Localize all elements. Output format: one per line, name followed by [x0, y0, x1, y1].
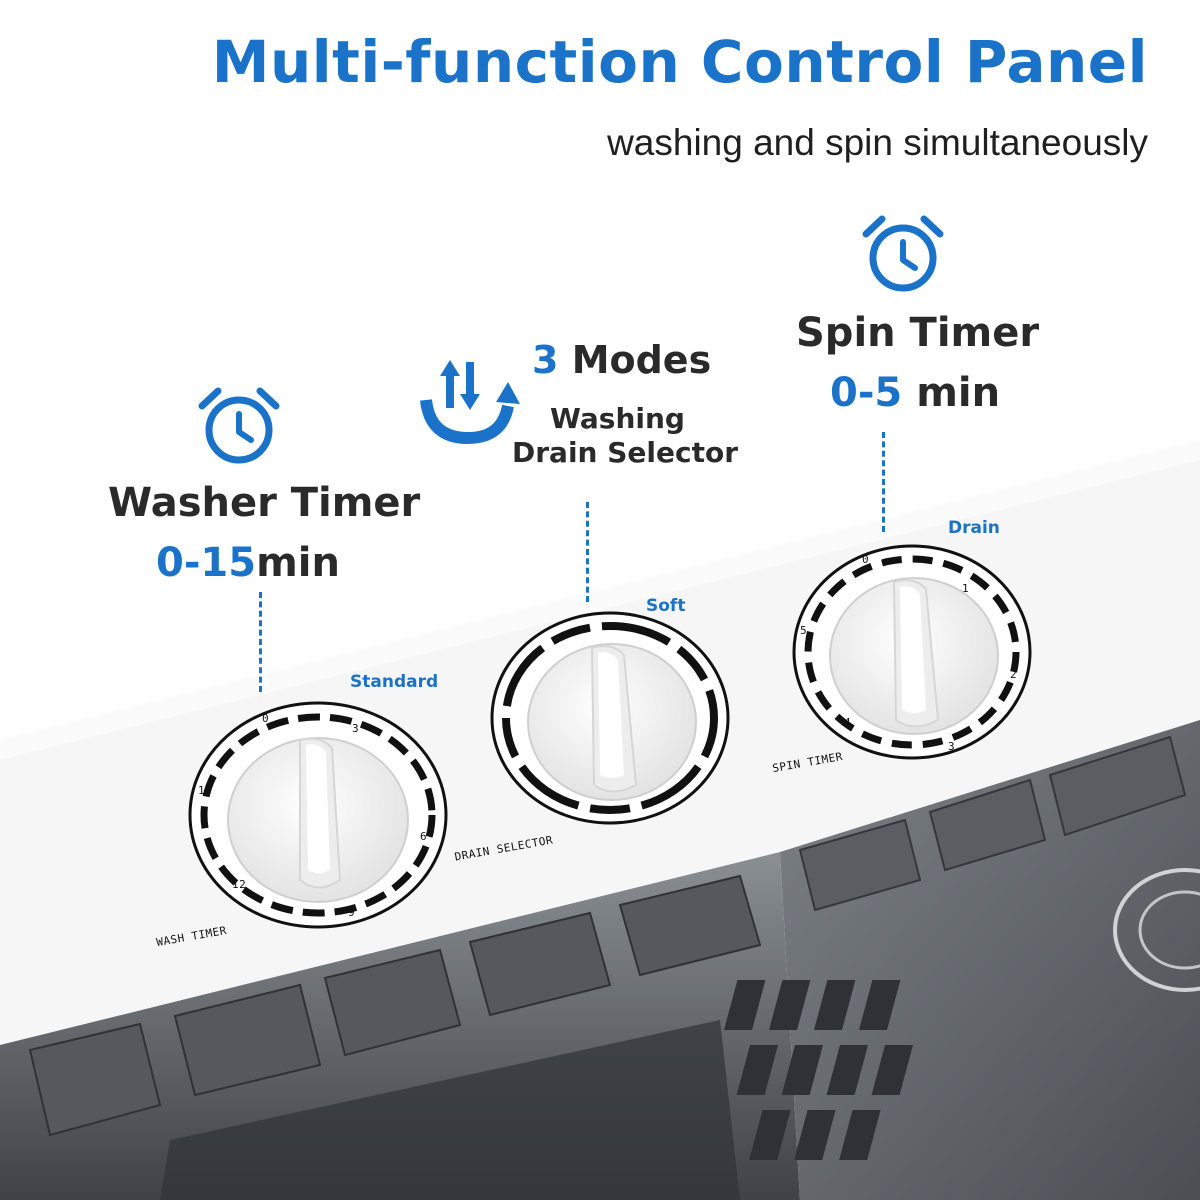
spin-range-value: 0-5: [830, 370, 903, 416]
modes-title: 3 Modes: [532, 338, 711, 382]
spin-dial-0: 0: [862, 553, 870, 566]
spin-dial-1: 1: [962, 582, 970, 595]
modes-line-1: Washing: [550, 402, 685, 435]
page-title: Multi-function Control Panel: [211, 28, 1148, 96]
alarm-clock-icon: [198, 387, 280, 464]
cycle-arrows-icon: [420, 360, 520, 445]
washer-range-unit: min: [256, 540, 340, 586]
wash-dial-12: 12: [232, 878, 247, 891]
drain-selector-dial[interactable]: [490, 611, 730, 825]
spin-dial-5: 5: [800, 624, 808, 637]
spin-dial-3: 3: [948, 740, 956, 753]
modes-line-2: Drain Selector: [512, 436, 738, 469]
wash-timer-dial[interactable]: [188, 701, 448, 929]
modes-label: Modes: [571, 338, 712, 382]
soft-label: Soft: [646, 596, 686, 616]
modes-connector: [586, 502, 589, 602]
wash-dial-0: 0: [262, 712, 270, 725]
wash-dial-6: 6: [420, 830, 428, 843]
spin-timer-range: 0-5 min: [830, 370, 1000, 416]
washer-range-value: 0-15: [156, 540, 257, 586]
wash-dial-15: 15: [198, 784, 213, 797]
wash-dial-3: 3: [352, 722, 360, 735]
washer-connector: [259, 592, 262, 692]
modes-count: 3: [532, 338, 559, 382]
wash-dial-9: 9: [348, 906, 356, 919]
alarm-clock-icon: [862, 215, 944, 292]
spin-timer-dial[interactable]: [792, 544, 1032, 760]
spin-range-unit: min: [902, 370, 1001, 416]
spin-dial-4: 4: [844, 716, 852, 729]
washer-timer-title: Washer Timer: [108, 480, 421, 526]
drain-label: Drain: [948, 518, 1000, 538]
spin-timer-title: Spin Timer: [796, 310, 1040, 356]
page-subtitle: washing and spin simultaneously: [607, 122, 1148, 163]
spin-dial-2: 2: [1010, 668, 1018, 681]
standard-label: Standard: [350, 672, 439, 692]
spin-connector: [882, 432, 885, 532]
washer-timer-range: 0-15min: [156, 540, 340, 586]
